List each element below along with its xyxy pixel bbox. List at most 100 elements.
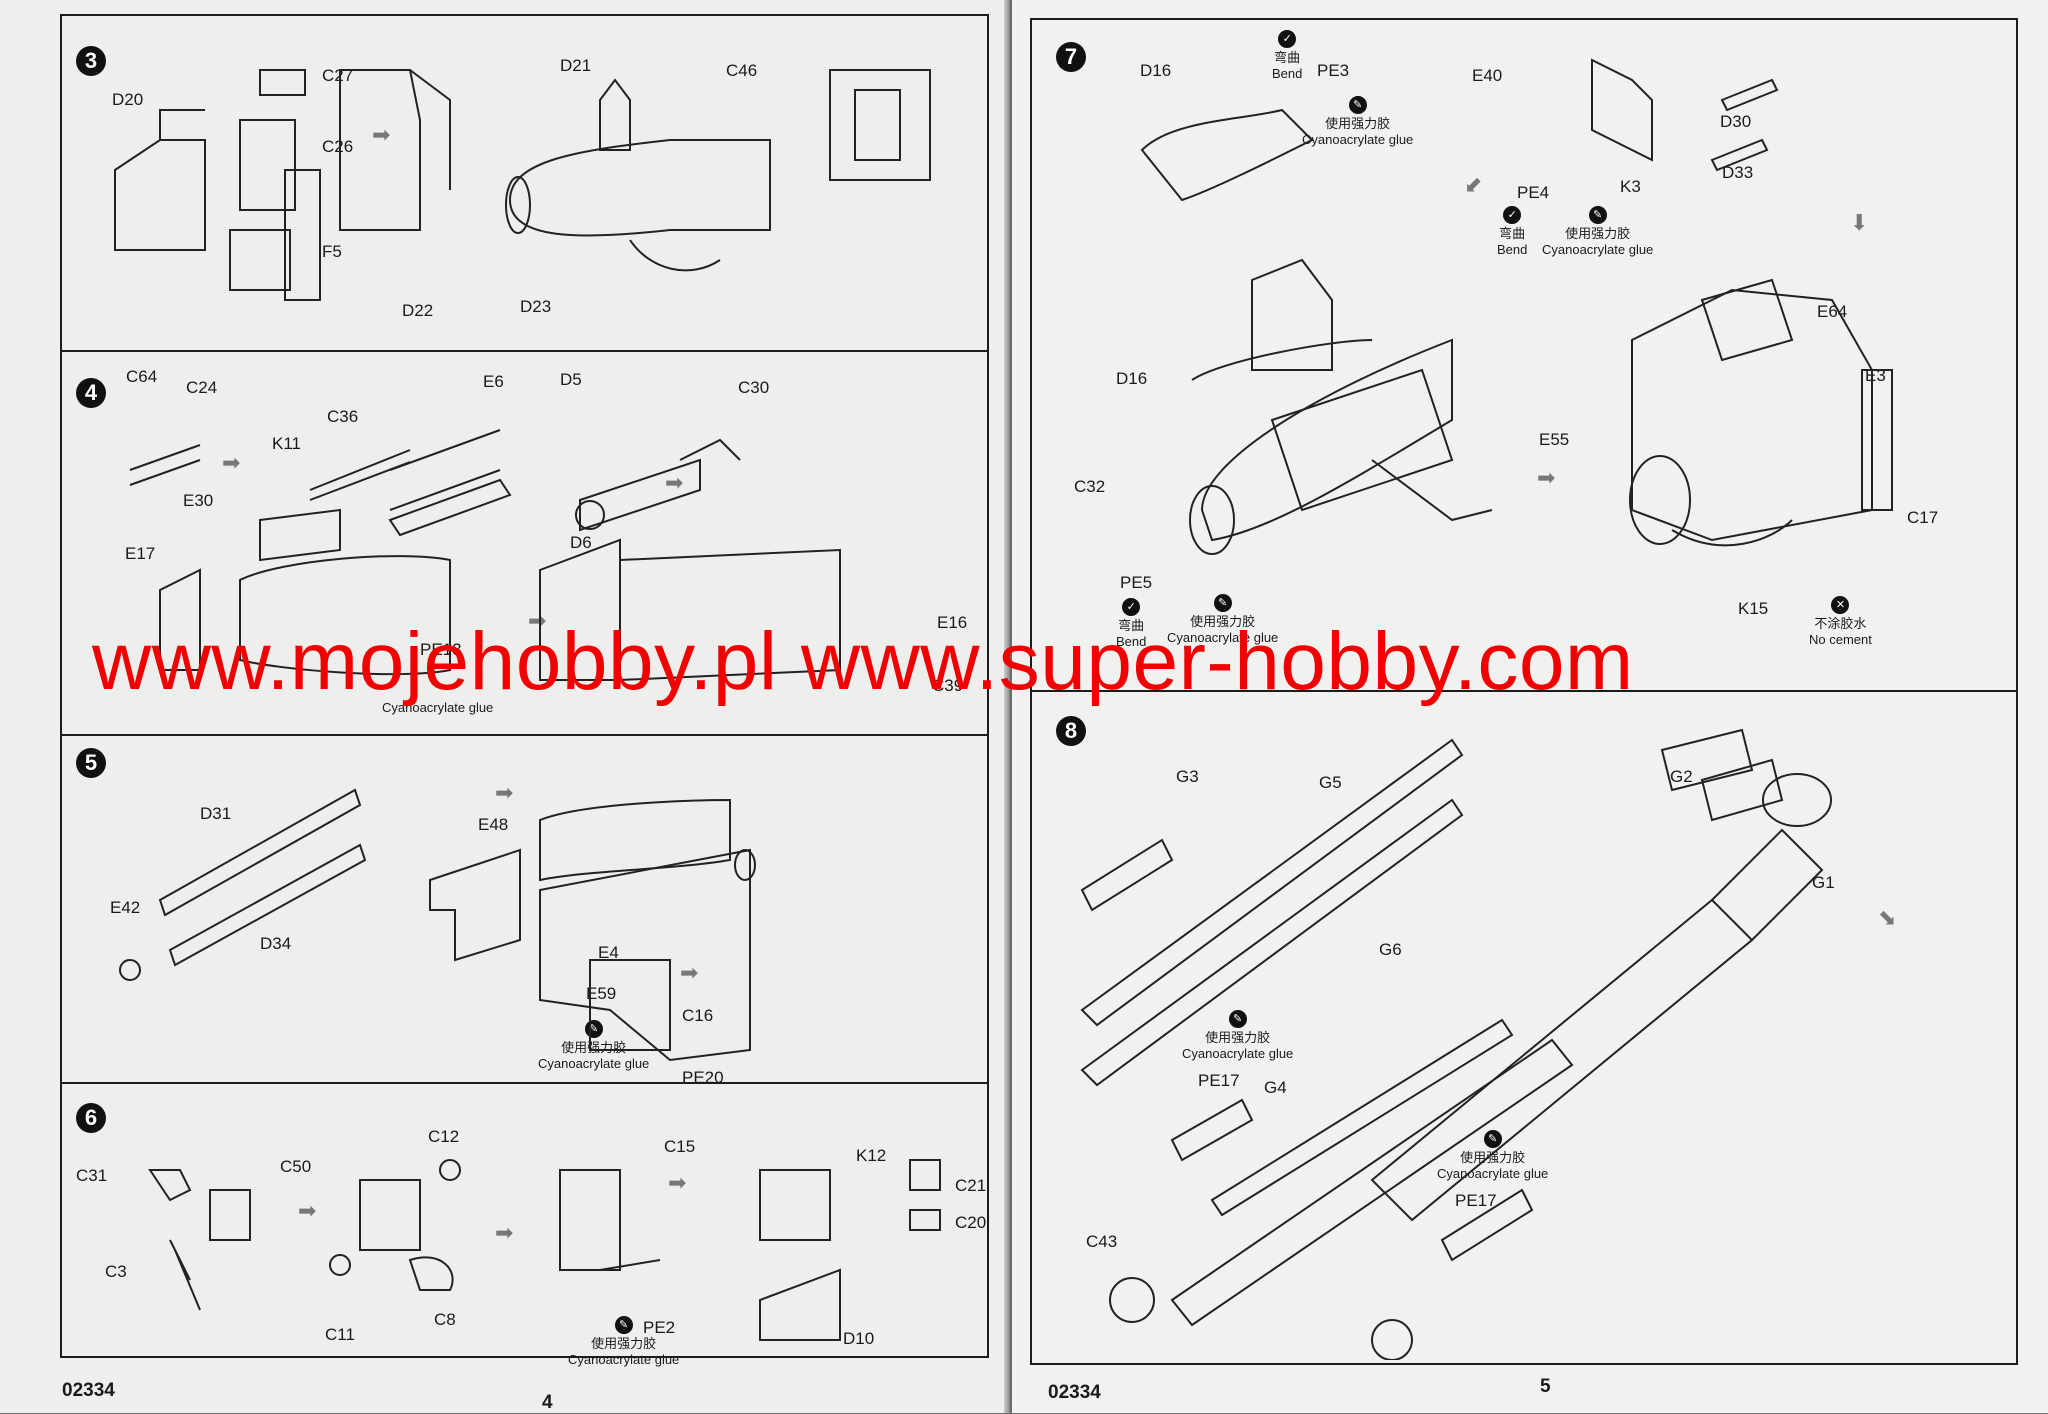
part-label: C30 [738,378,770,397]
part-label: D6 [570,533,592,552]
note-en: No cement [1809,632,1872,647]
note-en: Bend [1272,66,1303,81]
part-label: C39 [932,676,964,695]
glue-icon: ✎ [1213,594,1232,612]
part-label: PE5 [1120,573,1153,592]
step-6-parts-drawing [140,1130,960,1360]
part-label: F5 [322,242,342,261]
next-arrow-icon: ⬊ [1878,905,1897,930]
part-label: PE17 [1455,1191,1497,1210]
part-label: E59 [586,984,617,1003]
note-en: Cyanoacrylate glue [1182,1046,1294,1061]
part-label: D31 [200,804,232,823]
glue-icon: ✎ [1348,96,1367,114]
step-5-parts-drawing [110,760,980,1090]
next-arrow-icon: ➡ [222,450,241,475]
bend-icon: ✓ [1278,30,1297,48]
glue-icon: ✎ [1588,206,1607,224]
step-7-number: 7 [1056,42,1086,72]
next-arrow-icon: ➡ [1537,465,1556,490]
bend-note: ✓ 弯曲 Bend [1272,30,1302,82]
step-4-number: 4 [76,378,106,408]
part-label: C15 [664,1137,696,1156]
glue-note: ✎ 使用强力胶 Cyanoacrylate glue [538,1020,649,1072]
next-arrow-icon: ➡ [495,1220,514,1245]
next-arrow-icon: ➡ [372,122,391,147]
part-label: K11 [272,434,301,453]
note-en: Cyanoacrylate glue [1167,630,1279,645]
next-arrow-icon: ➡ [668,1170,687,1195]
part-label: E42 [110,898,141,917]
part-label: C20 [955,1213,987,1232]
glue-icon: ✎ [1483,1130,1502,1148]
step-7-parts-drawing [1072,40,2002,640]
part-label: D21 [560,56,592,75]
part-label: G4 [1264,1078,1287,1097]
step-8 [1030,690,2018,692]
next-arrow-icon: ⬋ [1464,172,1483,197]
part-label: C3 [105,1262,127,1281]
step-3 [60,14,989,16]
part-label: C43 [1086,1232,1118,1251]
glue-note: ✎ 使用强力胶 Cyanoacrylate glue [1542,206,1653,258]
step-5-number: 5 [76,748,106,778]
part-label: E4 [598,943,619,962]
note-cn: 不涂胶水 [1814,616,1867,631]
part-label: D34 [260,934,292,953]
part-label: D30 [1720,112,1752,131]
note-en: Bend [1497,242,1528,257]
note-cn: 使用强力胶 [1460,1150,1526,1165]
step-3-parts-drawing [110,40,980,320]
step-8-number: 8 [1056,716,1086,746]
part-label: C17 [1907,508,1939,527]
part-label: C8 [434,1310,456,1329]
step-4-parts-drawing [120,370,980,700]
part-label: E55 [1539,430,1570,449]
note-en: Cyanoacrylate glue [1542,242,1654,257]
part-label: C64 [126,367,158,386]
part-label: K3 [1620,177,1641,196]
glue-icon: ✎ [1228,1010,1247,1028]
part-label: E40 [1472,66,1503,85]
part-label: E30 [183,491,214,510]
part-label: E64 [1817,302,1848,321]
note-cn: 使用强力胶 [1205,1030,1271,1045]
part-label: D33 [1722,163,1754,182]
no-cement-icon: ✕ [1831,596,1850,614]
part-label: G6 [1379,940,1402,959]
note-cn: 弯曲 [1118,618,1145,633]
part-label: PE4 [1517,183,1550,202]
part-label: G3 [1176,767,1199,786]
no-cement-note: ✕ 不涂胶水 No cement [1809,596,1872,648]
part-label: G5 [1319,773,1342,792]
note-cn: 弯曲 [1499,226,1526,241]
part-label: C32 [1074,477,1106,496]
note-cn: 使用强力胶 [1190,614,1256,629]
part-label: D5 [560,370,582,389]
part-label: D22 [402,301,434,320]
part-label: C16 [682,1006,714,1025]
part-label: PE2 [643,1318,676,1337]
bend-icon: ✓ [1122,598,1141,616]
part-label: G2 [1670,767,1693,786]
part-label: E16 [937,613,968,632]
glue-note: Cyanoacrylate glue [382,700,494,715]
step-8-parts-drawing [1052,720,2012,1361]
glue-note: ✎ 使用强力胶 Cyanoacrylate glue [1302,96,1413,148]
part-label: E6 [483,372,504,391]
part-label: E17 [125,544,156,563]
note-en: Bend [1116,634,1147,649]
glue-note: ✎ 使用强力胶 Cyanoacrylate glue [1182,1010,1293,1062]
part-label: D23 [520,297,552,316]
part-label: D16 [1116,369,1148,388]
bend-note: ✓ 弯曲 Bend [1497,206,1527,258]
instruction-page-left: 3 D20 C27 C26 F5 D21 D22 D23 C46 ➡ 4 C64… [0,0,1008,1413]
part-label: C12 [428,1127,460,1146]
part-label: C24 [186,378,218,397]
part-label: D20 [112,90,144,109]
part-label: PE17 [1198,1071,1240,1090]
glue-note: ✎ 使用强力胶 Cyanoacrylate glue [1167,594,1278,646]
next-arrow-icon: ⬇ [1850,210,1869,235]
next-arrow-icon: ➡ [495,780,514,805]
glue-note-cn: 使用强力胶 [591,1336,657,1351]
